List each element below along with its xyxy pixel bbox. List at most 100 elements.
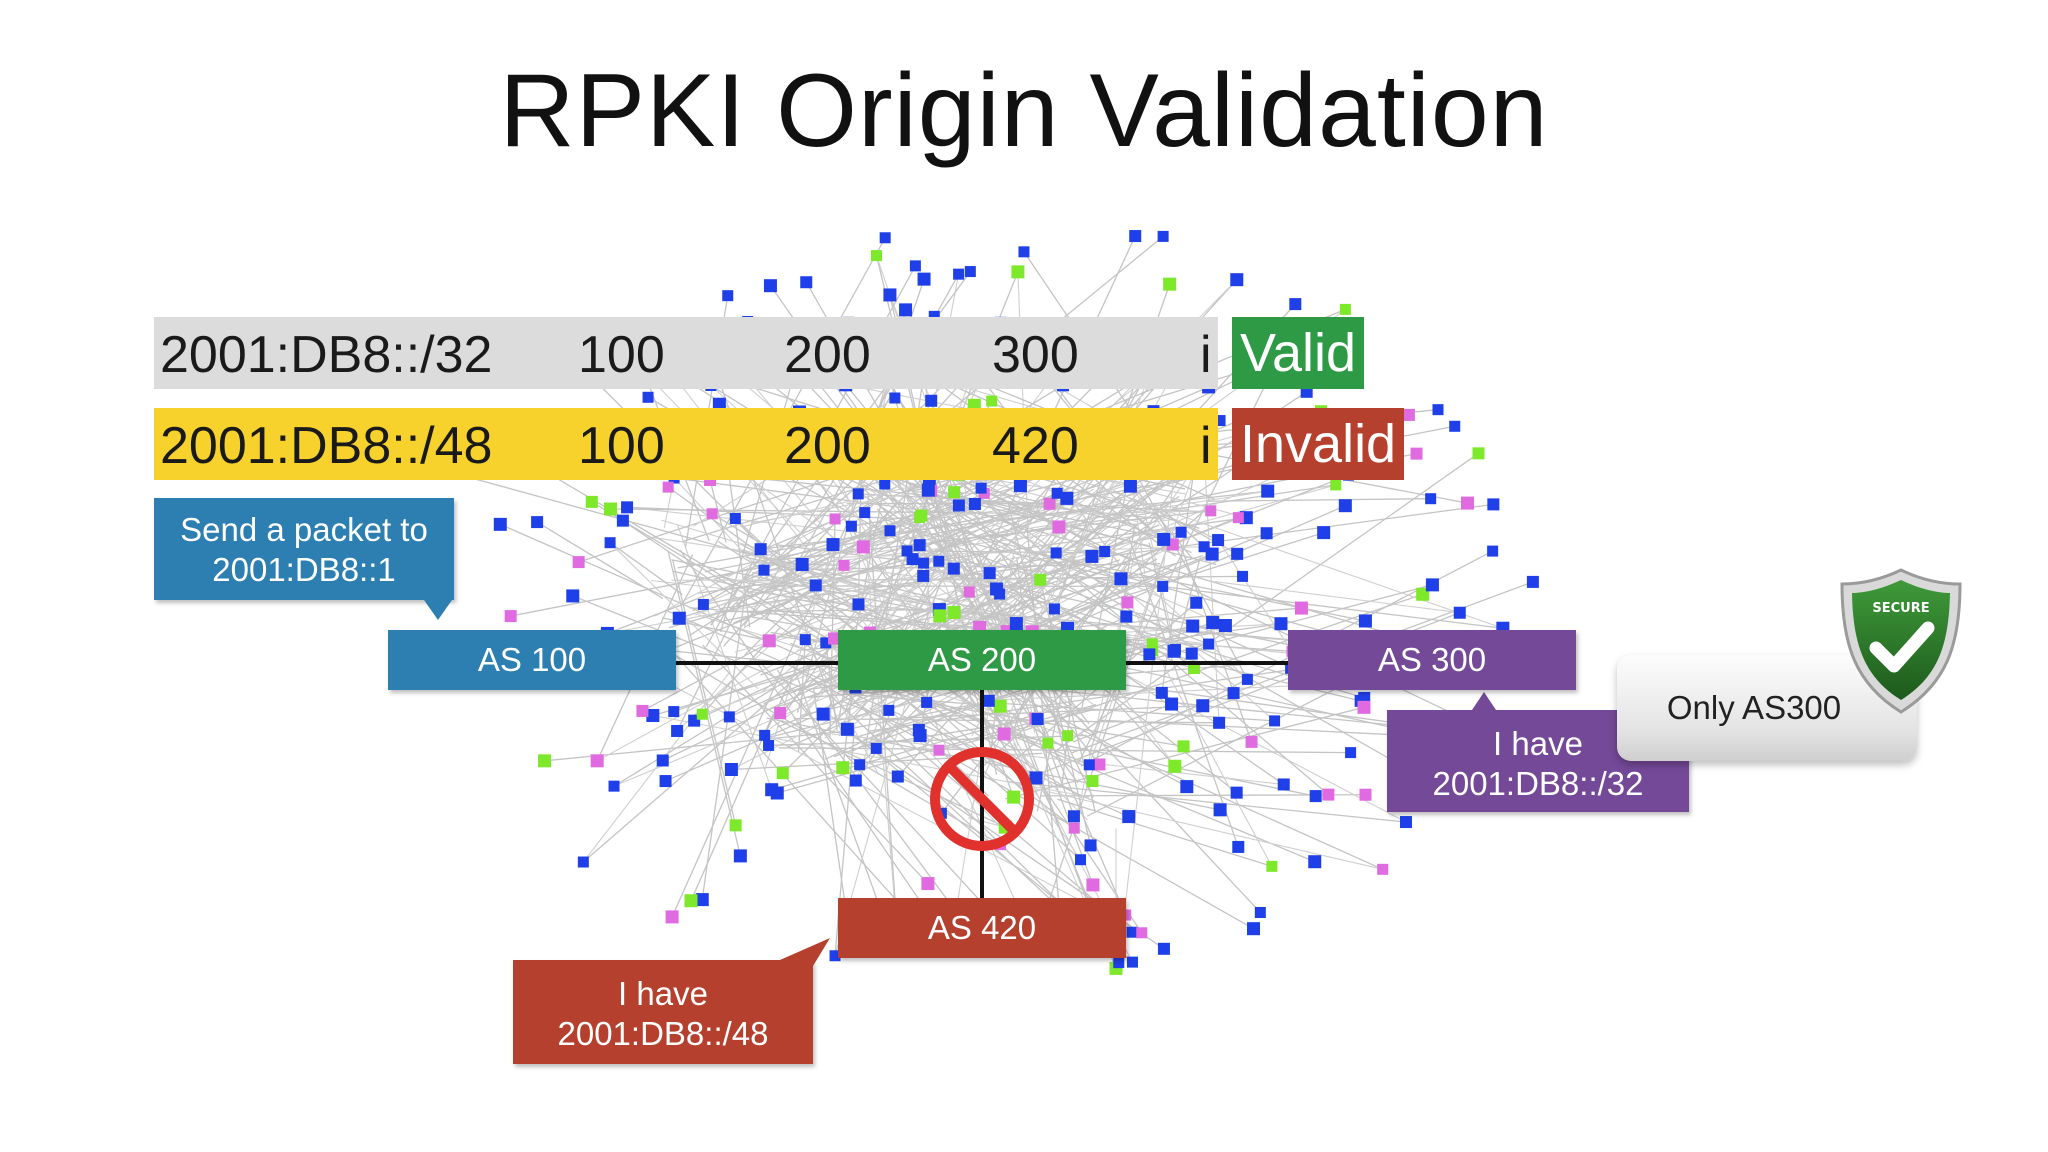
graph-node bbox=[1402, 408, 1415, 421]
graph-edge bbox=[661, 519, 761, 550]
graph-node bbox=[538, 754, 552, 768]
graph-node bbox=[1048, 603, 1060, 615]
graph-node bbox=[763, 739, 775, 751]
graph-edge bbox=[582, 515, 984, 863]
graph-node bbox=[854, 759, 866, 771]
graph-node bbox=[1051, 487, 1063, 499]
graph-node bbox=[1114, 572, 1128, 586]
graph-node bbox=[1232, 512, 1244, 524]
graph-node bbox=[608, 780, 620, 792]
graph-edge bbox=[1057, 798, 1273, 867]
route-path-hop: 100 bbox=[578, 417, 665, 475]
graph-edge bbox=[622, 520, 869, 688]
graph-edge bbox=[671, 492, 862, 918]
graph-node bbox=[684, 894, 698, 908]
graph-node bbox=[1274, 617, 1288, 631]
graph-node bbox=[994, 588, 1006, 600]
graph-node bbox=[729, 512, 741, 524]
graph-node bbox=[1213, 716, 1226, 729]
callout-line: 2001:DB8::/48 bbox=[557, 1015, 769, 1052]
graph-edge bbox=[484, 435, 1015, 750]
graph-node bbox=[662, 481, 674, 493]
graph-node bbox=[1146, 638, 1158, 650]
graph-edge bbox=[582, 673, 730, 863]
graph-edge bbox=[1118, 430, 1180, 963]
graph-node bbox=[917, 569, 930, 582]
graph-node bbox=[724, 762, 738, 776]
graph-node bbox=[1086, 775, 1099, 788]
callout-line: 2001:DB8::1 bbox=[212, 551, 396, 588]
as300-node: AS 300 bbox=[1288, 630, 1576, 690]
graph-node bbox=[1330, 479, 1342, 491]
graph-node bbox=[1060, 491, 1074, 505]
graph-edge bbox=[1009, 552, 1057, 616]
graph-node bbox=[925, 394, 938, 407]
slide-title: RPKI Origin Validation bbox=[499, 53, 1549, 169]
graph-node bbox=[1294, 601, 1308, 615]
graph-edge bbox=[1140, 494, 1177, 650]
graph-node bbox=[1067, 810, 1080, 823]
graph-node bbox=[997, 727, 1011, 741]
graph-node bbox=[1432, 404, 1444, 416]
graph-node bbox=[1230, 273, 1244, 287]
graph-node bbox=[1029, 771, 1043, 785]
graph-node bbox=[889, 392, 901, 404]
graph-node bbox=[696, 708, 708, 720]
graph-node bbox=[621, 501, 634, 514]
graph-node bbox=[852, 488, 864, 500]
route-path-hop: 200 bbox=[784, 417, 871, 475]
graph-node bbox=[800, 276, 813, 289]
prohibited-icon bbox=[930, 747, 1034, 851]
graph-node bbox=[729, 819, 742, 832]
graph-node bbox=[1113, 957, 1125, 969]
graph-node bbox=[642, 391, 654, 403]
graph-edge bbox=[690, 713, 774, 901]
graph-node bbox=[891, 770, 904, 783]
graph-node bbox=[706, 508, 718, 520]
graph-edge bbox=[1012, 733, 1316, 797]
graph-node bbox=[826, 538, 840, 552]
graph-node bbox=[1093, 758, 1106, 771]
graph-node bbox=[963, 586, 975, 598]
graph-edge bbox=[798, 453, 1007, 749]
graph-node bbox=[964, 266, 976, 278]
graph-node bbox=[859, 507, 871, 519]
graph-node bbox=[986, 395, 998, 407]
graph-edge bbox=[1079, 732, 1383, 870]
graph-node bbox=[1449, 420, 1461, 432]
graph-node bbox=[1129, 230, 1142, 243]
graph-edge bbox=[817, 683, 1184, 748]
graph-node bbox=[1163, 277, 1177, 291]
graph-node bbox=[983, 567, 996, 580]
graph-node bbox=[879, 232, 891, 244]
graph-node bbox=[646, 708, 660, 722]
graph-node bbox=[1309, 790, 1322, 803]
graph-node bbox=[1086, 878, 1100, 892]
graph-node bbox=[493, 517, 507, 531]
graph-edge bbox=[1005, 706, 1365, 800]
graph-node bbox=[531, 516, 544, 529]
graph-edge bbox=[830, 546, 1205, 559]
callout-tail bbox=[424, 600, 452, 620]
graph-node bbox=[590, 754, 604, 768]
graph-edge bbox=[609, 542, 683, 596]
graph-edge bbox=[938, 504, 1102, 938]
graph-edge bbox=[760, 503, 1127, 550]
graph-node bbox=[1196, 699, 1210, 713]
callout-line: Send a packet to bbox=[180, 511, 428, 548]
graph-node bbox=[933, 744, 945, 756]
callout-line: 2001:DB8::/32 bbox=[1432, 765, 1644, 802]
graph-edge bbox=[1214, 580, 1460, 614]
graph-node bbox=[1206, 616, 1220, 630]
graph-edge bbox=[1114, 574, 1273, 867]
graph-node bbox=[616, 514, 629, 527]
graph-node bbox=[776, 767, 789, 780]
graph-edge bbox=[1072, 703, 1172, 743]
graph-edge bbox=[894, 425, 1329, 796]
graph-node bbox=[1180, 780, 1194, 794]
graph-node bbox=[870, 742, 882, 754]
graph-edge bbox=[764, 609, 980, 629]
graph-node bbox=[1526, 575, 1539, 588]
graph-edge bbox=[821, 667, 1100, 942]
graph-edge bbox=[1054, 452, 1479, 753]
